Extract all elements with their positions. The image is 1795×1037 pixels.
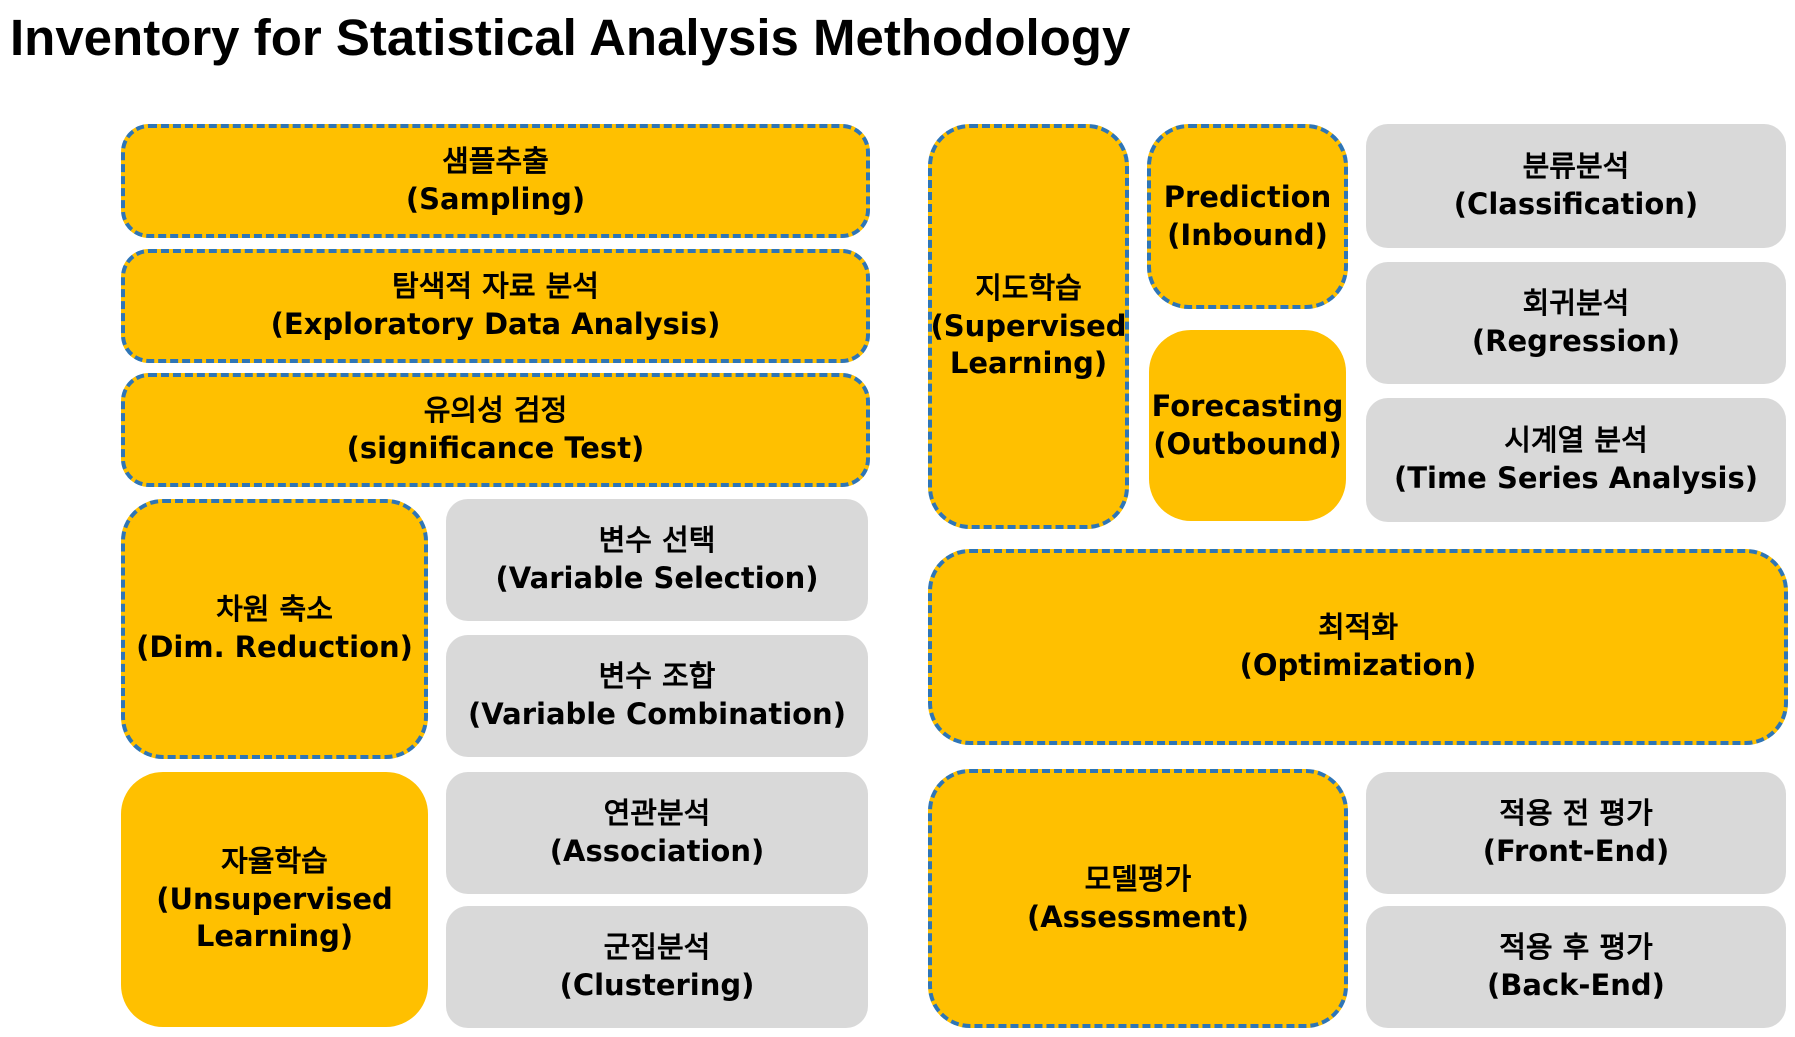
unsupervised-en2: Learning) (195, 919, 354, 954)
dim-reduction-box: 차원 축소 (Dim. Reduction) (121, 499, 428, 759)
supervised-en2: Learning) (949, 346, 1108, 381)
eda-box: 탐색적 자료 분석 (Exploratory Data Analysis) (121, 249, 870, 363)
assessment-box: 모델평가 (Assessment) (928, 769, 1348, 1028)
forecasting-box: Forecasting (Outbound) (1149, 330, 1346, 521)
regression-en: (Regression) (1471, 324, 1681, 358)
association-en: (Association) (549, 834, 765, 868)
time-series-box: 시계열 분석 (Time Series Analysis) (1366, 398, 1786, 522)
sampling-ko: 샘플추출 (442, 144, 549, 179)
significance-en: (significance Test) (346, 431, 645, 465)
front-end-ko: 적용 전 평가 (1499, 796, 1653, 831)
assessment-ko: 모델평가 (1084, 861, 1192, 896)
dim-reduction-ko: 차원 축소 (216, 592, 333, 627)
time-series-ko: 시계열 분석 (1504, 423, 1648, 458)
prediction-box: Prediction (Inbound) (1147, 124, 1348, 309)
front-end-box: 적용 전 평가 (Front-End) (1366, 772, 1786, 894)
association-ko: 연관분석 (603, 796, 711, 831)
front-end-en: (Front-End) (1482, 834, 1670, 868)
forecasting-line1: Forecasting (1151, 388, 1344, 423)
sampling-en: (Sampling) (405, 182, 586, 216)
sampling-box: 샘플추출 (Sampling) (121, 124, 870, 238)
optimization-ko: 최적화 (1317, 610, 1399, 645)
variable-selection-box: 변수 선택 (Variable Selection) (446, 499, 868, 621)
classification-en: (Classification) (1453, 187, 1699, 221)
clustering-ko: 군집분석 (603, 930, 711, 965)
eda-ko: 탐색적 자료 분석 (392, 269, 599, 304)
association-box: 연관분석 (Association) (446, 772, 868, 894)
unsupervised-box: 자율학습 (Unsupervised Learning) (121, 772, 428, 1027)
back-end-en: (Back-End) (1487, 968, 1665, 1002)
classification-box: 분류분석 (Classification) (1366, 124, 1786, 248)
dim-reduction-en: (Dim. Reduction) (136, 630, 413, 664)
unsupervised-ko: 자율학습 (221, 843, 328, 878)
variable-combination-en: (Variable Combination) (468, 697, 846, 731)
forecasting-line2: (Outbound) (1153, 426, 1342, 461)
assessment-en: (Assessment) (1026, 899, 1250, 934)
prediction-line2: (Inbound) (1167, 217, 1328, 252)
unsupervised-en1: (Unsupervised (156, 881, 393, 916)
variable-combination-box: 변수 조합 (Variable Combination) (446, 635, 868, 757)
significance-ko: 유의성 검정 (423, 393, 568, 428)
significance-box: 유의성 검정 (significance Test) (121, 373, 870, 487)
eda-en: (Exploratory Data Analysis) (270, 307, 721, 341)
clustering-en: (Clustering) (559, 968, 755, 1002)
supervised-ko: 지도학습 (975, 270, 1082, 305)
variable-combination-ko: 변수 조합 (598, 659, 716, 694)
regression-box: 회귀분석 (Regression) (1366, 262, 1786, 384)
back-end-box: 적용 후 평가 (Back-End) (1366, 906, 1786, 1028)
supervised-en1: (Supervised (930, 308, 1127, 343)
optimization-box: 최적화 (Optimization) (928, 549, 1788, 745)
back-end-ko: 적용 후 평가 (1499, 930, 1653, 965)
prediction-line1: Prediction (1163, 179, 1332, 214)
variable-selection-ko: 변수 선택 (598, 523, 716, 558)
clustering-box: 군집분석 (Clustering) (446, 906, 868, 1028)
optimization-en: (Optimization) (1239, 648, 1477, 682)
regression-ko: 회귀분석 (1522, 286, 1630, 321)
variable-selection-en: (Variable Selection) (495, 561, 819, 595)
classification-ko: 분류분석 (1522, 149, 1630, 184)
page-title: Inventory for Statistical Analysis Metho… (10, 9, 1131, 66)
supervised-box: 지도학습 (Supervised Learning) (928, 124, 1129, 529)
time-series-en: (Time Series Analysis) (1393, 461, 1758, 495)
